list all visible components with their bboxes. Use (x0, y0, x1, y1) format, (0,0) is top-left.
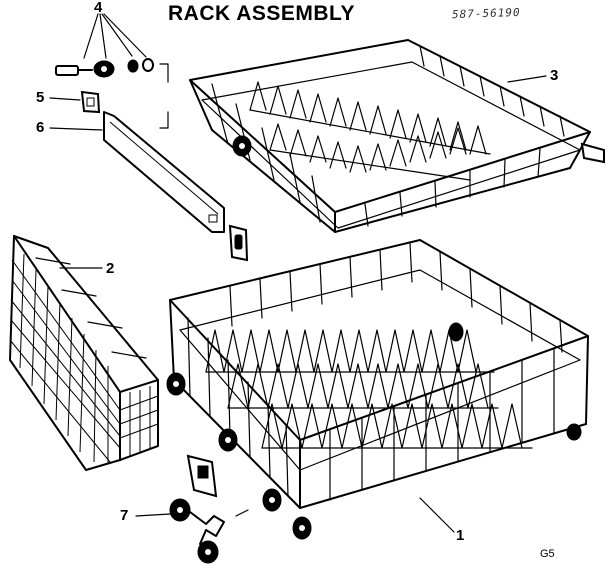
leader-3 (507, 75, 547, 83)
basket-side-outline (119, 379, 159, 461)
track-stop-slot (86, 97, 95, 107)
leader-1 (419, 497, 455, 533)
leader-7 (135, 513, 171, 517)
bracket-upper (159, 63, 169, 83)
callout-5: 5 (36, 89, 45, 106)
callout-6: 6 (36, 119, 45, 136)
track-hole (208, 214, 218, 223)
upper-rack-roller-hub (239, 143, 245, 149)
leader-4d (103, 13, 147, 58)
basket-front-outline (9, 235, 121, 471)
leader-4a (83, 13, 99, 59)
bracket-lower (159, 111, 169, 129)
track-stop-body (80, 90, 101, 114)
wheel-bracket-slot (197, 465, 209, 479)
track-groove (109, 121, 219, 215)
lower-rack (166, 239, 589, 540)
track-rail (103, 111, 225, 233)
roller-hub (101, 66, 107, 72)
lower-rack-corner-right (585, 335, 589, 425)
leader-4c (101, 13, 133, 57)
leader-4b (99, 13, 107, 59)
bolt (55, 65, 79, 76)
leader-6 (49, 127, 103, 131)
upper-rack-corner-right (569, 131, 591, 169)
wheel (448, 322, 464, 342)
upper-rack-corner-left (189, 79, 213, 131)
basket-mesh (9, 253, 159, 464)
lower-rack-back-wires (229, 242, 563, 353)
rack-track (49, 111, 249, 262)
lower-rack-tines (205, 329, 533, 449)
wheel-axle-clip (189, 511, 225, 545)
callout-2: 2 (106, 260, 115, 277)
basket-top-rim (13, 235, 159, 393)
washer-1 (127, 59, 139, 73)
track-end-slot (234, 234, 243, 250)
callout-4: 4 (94, 0, 103, 16)
figure-code: G5 (540, 548, 555, 560)
washer-2 (142, 58, 154, 72)
upper-rack-end-stop (580, 142, 605, 164)
diagram-title: RACK ASSEMBLY (168, 2, 355, 25)
upper-rack-back-wires (419, 45, 565, 137)
upper-rack-mid-rim (201, 61, 581, 229)
lower-rack-mid-rim (179, 269, 581, 471)
callout-3: 3 (550, 67, 559, 84)
upper-rack (189, 39, 605, 233)
wheel-dash-1 (235, 509, 249, 517)
lower-rack-corner-left (169, 299, 175, 381)
leader-5 (49, 97, 81, 101)
lower-rack-wheels (166, 322, 582, 540)
roller-bolt-washers (55, 13, 169, 129)
silverware-basket (9, 235, 159, 471)
wheel-assembly (135, 454, 249, 564)
track-stop (49, 90, 101, 114)
wheel (566, 423, 582, 441)
callout-7: 7 (120, 507, 129, 524)
basket-dividers (35, 257, 147, 359)
callout-1: 1 (456, 527, 465, 544)
upper-rack-tines (249, 81, 491, 181)
